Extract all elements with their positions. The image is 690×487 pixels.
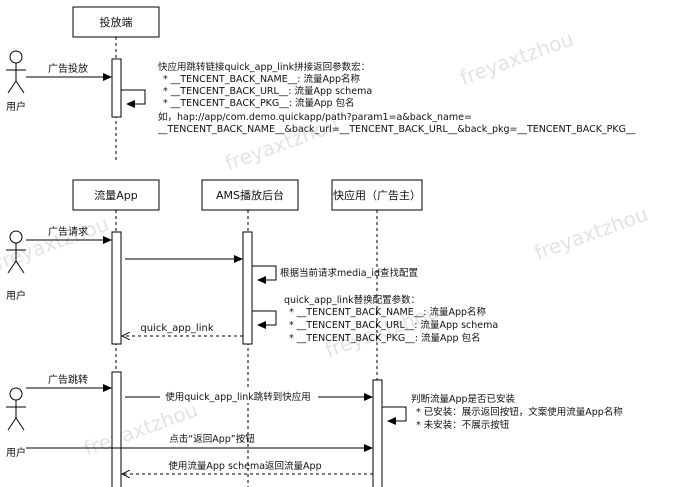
activation-bar [242,231,253,345]
note-line: __TENCENT_BACK_NAME__&back_url=__TENCENT… [157,124,636,135]
activation-bar [111,58,122,118]
return-label: quick_app_link [140,323,213,334]
message-label: 广告投放 [48,62,88,75]
participant-label: 流量App [94,188,138,202]
note-line: * 未安装：不展示按钮 [416,419,510,431]
return-label: 使用流量App schema返回流量App [168,460,321,472]
note-block: quick_app_link替换配置参数： * __TENCENT_BACK_N… [284,294,498,344]
message-label: 使用quick_app_link跳转到快应用 [165,391,311,403]
actor-figure [6,50,26,94]
note-block: 判断流量App是否已安装 * 已安装：展示返回按钮，文案使用流量App名称 * … [411,393,623,431]
note-line: * __TENCENT_BACK_NAME__: 流量App名称 [289,306,487,318]
note-line: * 已安装：展示返回按钮，文案使用流量App名称 [416,406,623,418]
watermark: freyaxtzhou [457,27,577,90]
watermark: freyaxtzhou [81,397,201,460]
participant-box [331,179,423,211]
label-bg [160,390,318,403]
message-label: 广告跳转 [48,373,88,386]
note-line: * __TENCENT_BACK_PKG__: 流量App 包名 [163,97,355,109]
activation-bar [372,379,383,487]
self-arrow [252,265,277,284]
note-line: 判断流量App是否已安装 [411,393,516,405]
actor-label: 用户 [6,289,26,302]
message-label: 广告请求 [48,225,88,238]
watermark: freyaxtzhou [531,202,651,265]
actor-figure [6,387,26,431]
participant-box [72,6,160,38]
actor-figure [6,230,26,274]
message-label: 点击“返回App”按钮 [169,433,255,445]
self-arrow [252,310,277,329]
note-block: 快应用跳转链接quick_app_link拼接返回参数宏： * __TENCEN… [157,61,636,135]
note-line: * __TENCENT_BACK_NAME__: 流量App名称 [163,73,361,85]
participant-box [201,179,299,211]
activation-bar [111,371,122,487]
participant-label: AMS播放后台 [216,188,284,202]
note-line: quick_app_link替换配置参数： [284,294,420,306]
actor-label: 用户 [6,446,26,459]
actor-label: 用户 [6,100,26,113]
self-message-label: 根据当前请求media_id查找配置 [280,267,418,279]
note-line: * __TENCENT_BACK_PKG__: 流量App 包名 [289,332,481,344]
activation-bar [111,231,122,345]
self-arrow [121,89,146,108]
self-arrow [382,406,407,425]
participant-label: 快应用（广告主） [333,188,421,202]
note-line: 如，hap://app/com.demo.quickapp/path?param… [158,111,472,123]
note-line: * __TENCENT_BACK_URL__: 流量App schema [163,85,372,97]
note-line: * __TENCENT_BACK_URL__: 流量App schema [289,319,498,331]
participant-label: 投放端 [100,15,133,29]
note-line: 快应用跳转链接quick_app_link拼接返回参数宏： [158,61,370,73]
